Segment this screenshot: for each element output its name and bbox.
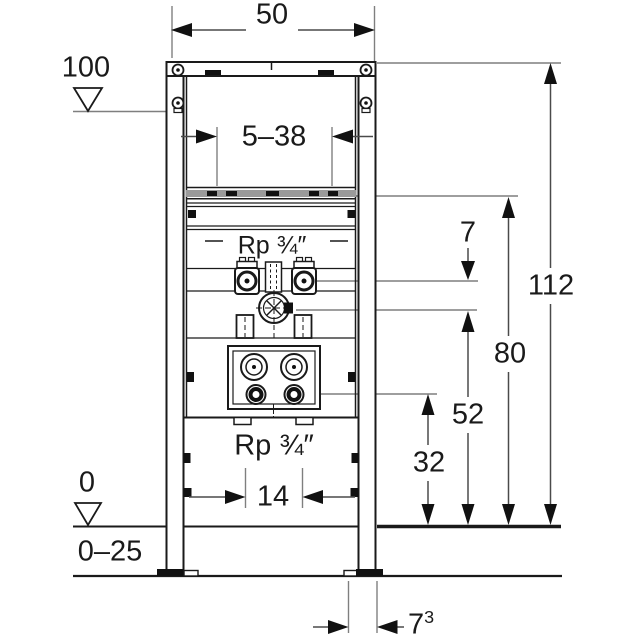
outlet-tab-right xyxy=(295,416,314,426)
thread-size-lower-label: Rp ¾″ xyxy=(234,429,314,462)
dim-frame-width-label: 50 xyxy=(255,0,289,31)
arrow-538-right xyxy=(332,129,353,144)
level-markers xyxy=(72,87,104,527)
dim-mixer-height-label: 52 xyxy=(449,398,487,431)
arrow-leg-right xyxy=(377,620,398,634)
arrow-14-right xyxy=(302,490,323,504)
frame-right-leg xyxy=(357,61,377,576)
thread-size-upper-label: Rp ¾″ xyxy=(237,231,307,260)
mixer-valve xyxy=(256,290,293,326)
dim-connector-spacing-label: 14 xyxy=(256,480,290,513)
center-bracket xyxy=(264,261,283,293)
dim-rail-height-label: 80 xyxy=(491,337,529,370)
arrow-7-down xyxy=(461,261,475,280)
meter-mark-triangle xyxy=(72,87,104,113)
valve-bolt xyxy=(284,302,293,314)
dim-overall-height-label: 112 xyxy=(525,269,577,302)
frame-nubs xyxy=(183,210,359,497)
water-supply-assembly xyxy=(234,256,317,339)
extension-lines xyxy=(73,6,561,633)
support-arms xyxy=(235,314,313,339)
dim-tap-hole-range-label: 5–38 xyxy=(241,120,307,153)
outlet-tab-left xyxy=(233,416,252,426)
frame-feet xyxy=(157,569,383,577)
rail-marks xyxy=(207,191,338,196)
mounting-rail xyxy=(186,186,356,200)
arrow-50-left xyxy=(171,23,192,37)
right-foot-plate xyxy=(356,569,383,576)
plate-lower-bores xyxy=(245,384,305,405)
dim-base-adjustment-label: 0–25 xyxy=(77,535,143,568)
dim-meter-mark-label: 100 xyxy=(61,51,111,84)
frame xyxy=(165,61,377,576)
left-foot-plate xyxy=(157,569,184,576)
leg-width-footnote: 3 xyxy=(424,606,435,627)
dim-floor-level-label: 0 xyxy=(78,466,96,499)
dim-leg-width-label: 73 xyxy=(406,608,436,640)
arrow-112-up xyxy=(544,63,557,84)
dim-outlet-height-label: 32 xyxy=(410,446,448,479)
plate-upper-bores xyxy=(240,353,308,381)
arrow-14-left xyxy=(225,490,246,504)
arrow-52-down xyxy=(461,504,475,525)
arrowheads xyxy=(171,23,557,634)
top-mark-left xyxy=(205,70,221,75)
floor-lines xyxy=(73,524,562,578)
mounting-plate xyxy=(227,345,321,426)
arrow-538-left xyxy=(196,129,217,144)
dim-supply-offset-label: 7 xyxy=(459,216,477,249)
frame-left-leg xyxy=(165,61,185,576)
zero-level-triangle xyxy=(73,502,103,527)
top-mark-right xyxy=(318,70,334,75)
arrow-80-down xyxy=(502,504,515,525)
arrow-32-up xyxy=(421,394,435,415)
arrow-80-up xyxy=(502,197,515,218)
screw-fittings xyxy=(171,63,373,114)
arrow-leg-left xyxy=(328,620,349,634)
supply-fitting-right xyxy=(291,267,317,295)
arrow-32-down xyxy=(421,504,435,525)
supply-fitting-left xyxy=(234,267,260,295)
arrow-50-right xyxy=(354,23,375,37)
dimension-lines xyxy=(181,29,552,628)
arrow-112-down xyxy=(544,504,557,525)
leg-width-value: 7 xyxy=(408,608,425,640)
arrow-52-up xyxy=(461,311,475,332)
